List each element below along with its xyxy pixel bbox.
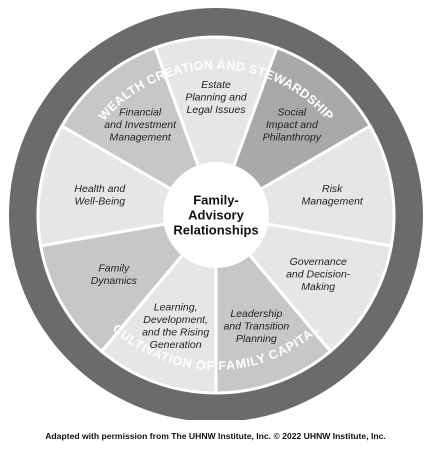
center-label-line: Family- [193, 193, 239, 208]
segment-wedge-8 [59, 45, 219, 219]
segment-label-line: Management [110, 132, 172, 144]
segment-wedge-6 [38, 212, 220, 354]
center-label-line: Relationships [173, 223, 258, 238]
credit-line: Adapted with permission from The UHNW In… [45, 431, 386, 441]
segment-label-line: Family [98, 262, 130, 274]
segment-label-line: Leadership [230, 308, 282, 320]
segment-label-line: Dynamics [91, 275, 138, 287]
segment-label-line: and Decision- [286, 269, 351, 281]
segment-label-line: Estate [201, 79, 231, 91]
segment-label-line: Making [301, 281, 335, 293]
segment-label-line: Governance [290, 256, 347, 268]
center-label-line: Advisory [188, 208, 244, 223]
segment-wedge-1 [213, 45, 373, 219]
segment-label-line: and Investment [104, 119, 177, 131]
segment-wedge-0 [153, 35, 279, 220]
segment-label-line: Social [278, 107, 307, 119]
segment-wedge-3 [212, 212, 394, 354]
segment-label-line: Planning and [185, 92, 247, 104]
segment-label-line: Impact and [266, 119, 319, 131]
segment-label-line: Risk [322, 183, 343, 195]
segment-label-line: Management [302, 195, 364, 207]
segment-label-line: Legal Issues [187, 104, 247, 116]
segment-label-line: Philanthropy [263, 132, 322, 144]
segment-label-line: Financial [119, 107, 162, 119]
segment-label-line: Well-Being [75, 195, 126, 207]
segment-label-line: Development, [143, 314, 208, 326]
segment-label-line: Planning [236, 333, 277, 345]
segment-label-line: and Transition [223, 320, 289, 332]
segment-label-line: Generation [150, 339, 202, 351]
segment-label-line: Learning, [154, 302, 198, 314]
segment-label-line: Health and [74, 183, 126, 195]
segment-label-line: and the Rising [142, 327, 209, 339]
center-circle [163, 162, 269, 268]
